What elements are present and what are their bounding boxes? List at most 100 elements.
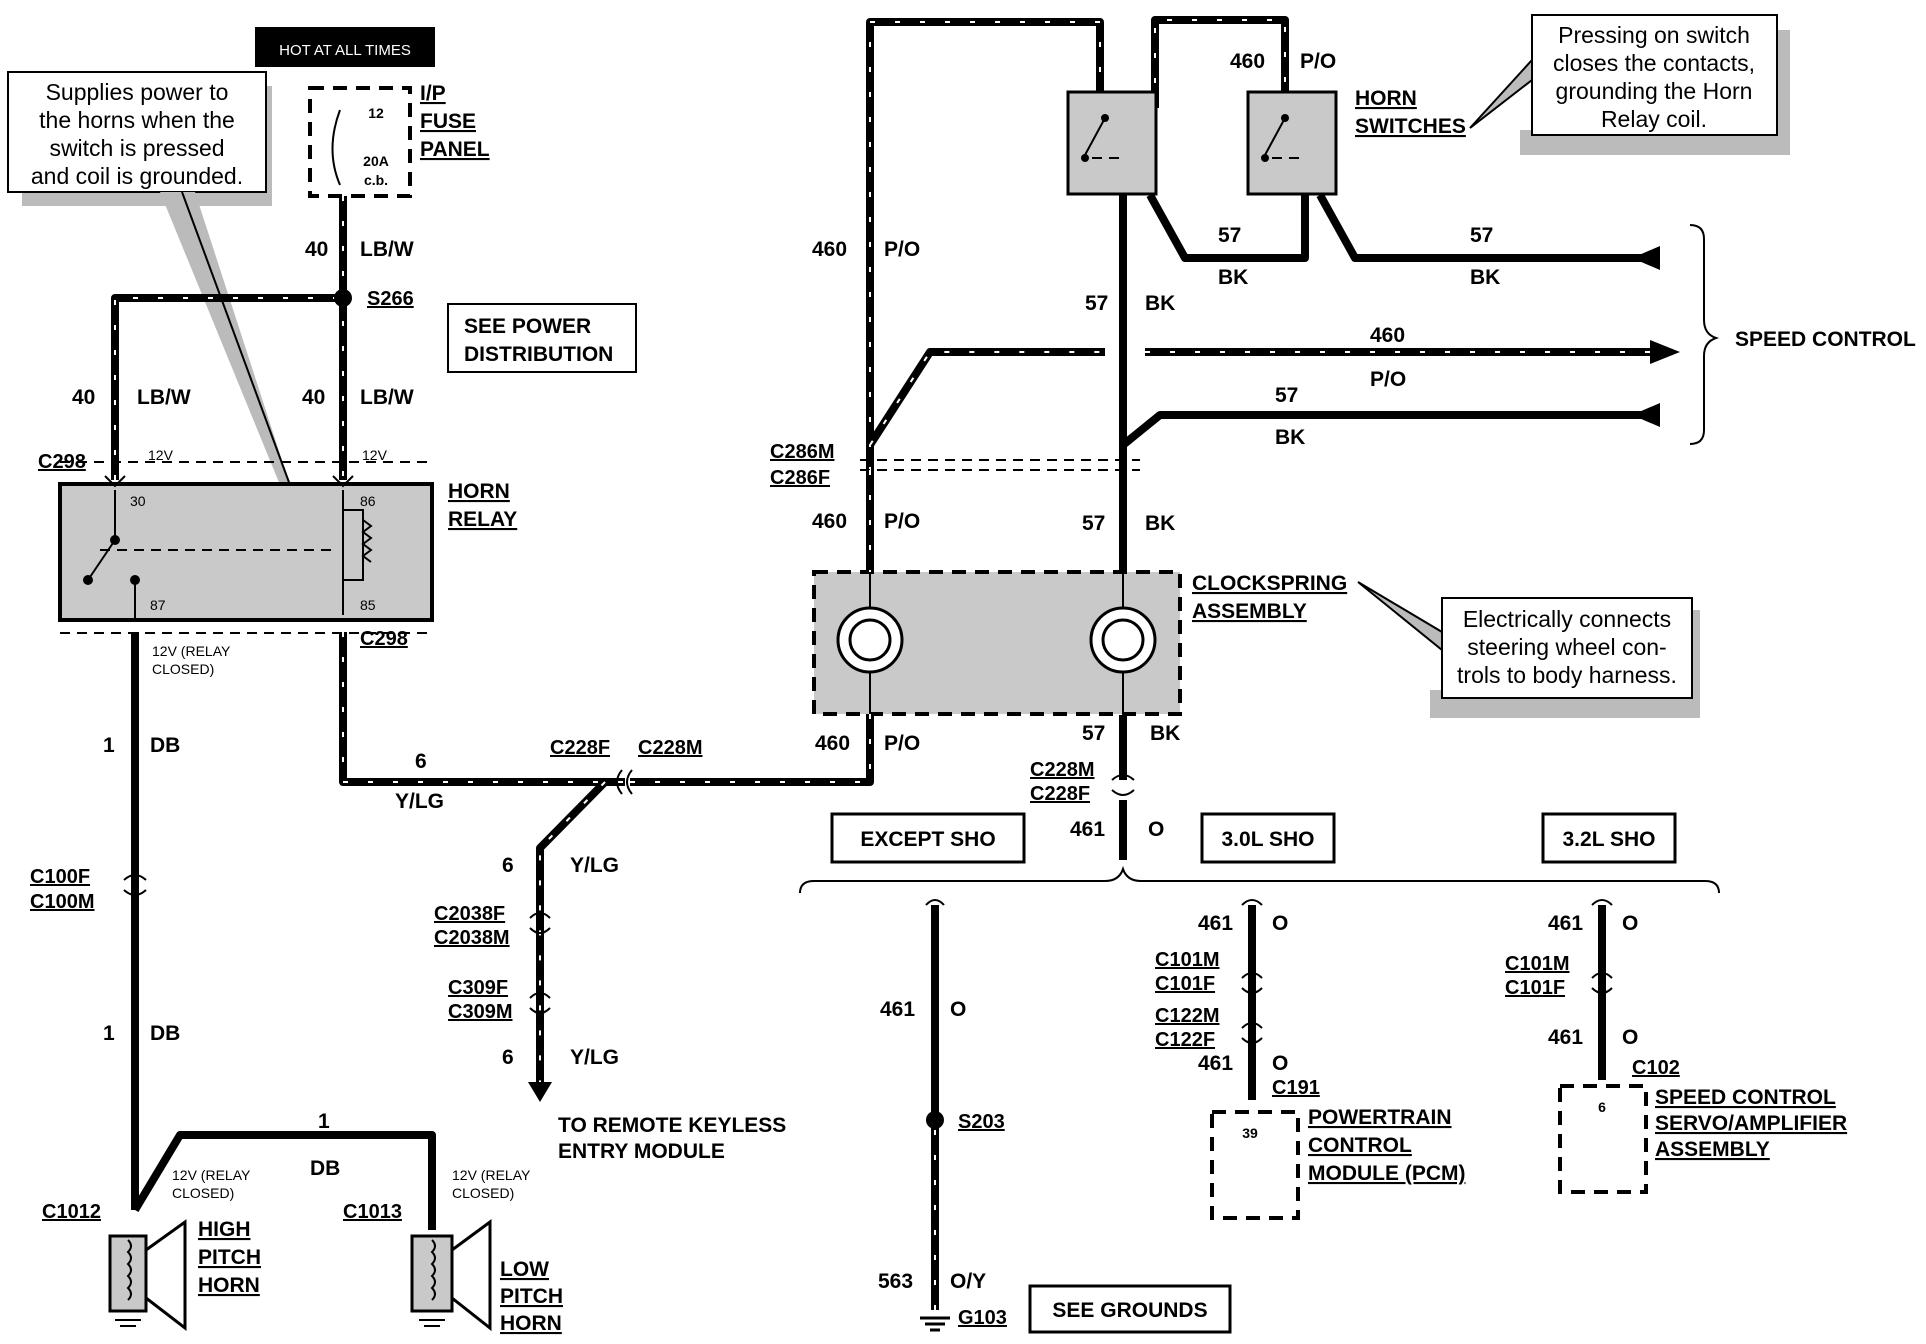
svg-text:40: 40 (302, 386, 325, 409)
svg-text:C101F: C101F (1155, 973, 1215, 995)
splice-s266 (334, 289, 352, 307)
svg-text:Y/LG: Y/LG (570, 1046, 619, 1069)
svg-text:57: 57 (1470, 224, 1493, 247)
svg-text:SPEED CONTROL: SPEED CONTROL (1655, 1086, 1836, 1109)
svg-text:HORN: HORN (500, 1312, 562, 1335)
svg-text:O/Y: O/Y (950, 1270, 986, 1293)
svg-text:87: 87 (150, 597, 166, 613)
svg-text:1: 1 (103, 1022, 115, 1045)
wire-1-db (131, 632, 436, 1230)
svg-text:PANEL: PANEL (420, 138, 490, 161)
svg-text:CLOSED): CLOSED) (172, 1185, 234, 1201)
svg-text:HORN: HORN (198, 1274, 260, 1297)
svg-text:461: 461 (1198, 912, 1233, 935)
svg-text:P/O: P/O (1370, 368, 1406, 391)
svg-text:EXCEPT SHO: EXCEPT SHO (860, 828, 995, 851)
low-pitch-horn: LOW PITCH HORN (410, 1219, 563, 1335)
svg-text:Pressing on switch: Pressing on switch (1558, 22, 1750, 48)
see-grounds-box: SEE GROUNDS (1028, 1284, 1232, 1334)
svg-text:39: 39 (1242, 1125, 1258, 1141)
svg-text:12V (RELAY: 12V (RELAY (152, 643, 231, 659)
svg-text:O: O (950, 998, 966, 1021)
svg-text:C101M: C101M (1155, 949, 1219, 971)
svg-text:461: 461 (880, 998, 915, 1021)
svg-text:DB: DB (150, 1022, 180, 1045)
clockspring-assembly: CLOCKSPRING ASSEMBLY (812, 570, 1347, 716)
svg-text:P/O: P/O (884, 510, 920, 533)
svg-text:461: 461 (1548, 1026, 1583, 1049)
svg-text:c.b.: c.b. (364, 172, 388, 188)
svg-text:C2038M: C2038M (434, 927, 510, 949)
svg-text:C228M: C228M (638, 737, 702, 759)
svg-text:SERVO/AMPLIFIER: SERVO/AMPLIFIER (1655, 1112, 1847, 1135)
svg-text:563: 563 (878, 1270, 913, 1293)
svg-text:closes the contacts,: closes the contacts, (1553, 50, 1755, 76)
svg-text:C101F: C101F (1505, 977, 1565, 999)
svg-text:57: 57 (1218, 224, 1241, 247)
svg-text:BK: BK (1275, 426, 1305, 449)
svg-text:BK: BK (1145, 512, 1175, 535)
svg-text:BK: BK (1145, 292, 1175, 315)
svg-text:SPEED CONTROL: SPEED CONTROL (1735, 328, 1916, 351)
svg-text:O: O (1272, 1052, 1288, 1075)
svg-text:86: 86 (360, 493, 376, 509)
svg-text:HORN: HORN (1355, 87, 1417, 110)
svg-text:ENTRY MODULE: ENTRY MODULE (558, 1140, 725, 1163)
svg-text:HORN: HORN (448, 480, 510, 503)
svg-text:FUSE: FUSE (420, 110, 476, 133)
svg-text:57: 57 (1275, 384, 1298, 407)
svg-text:C228M: C228M (1030, 759, 1094, 781)
svg-text:460: 460 (1230, 50, 1265, 73)
hot-at-all-times-label: HOT AT ALL TIMES (279, 42, 411, 59)
svg-text:DISTRIBUTION: DISTRIBUTION (464, 343, 613, 366)
speed-control-servo: 6 SPEED CONTROL SERVO/AMPLIFIER ASSEMBLY (1558, 1084, 1847, 1194)
svg-text:LB/W: LB/W (360, 386, 414, 409)
svg-text:O: O (1622, 912, 1638, 935)
svg-text:C102: C102 (1632, 1057, 1680, 1079)
svg-text:57: 57 (1082, 722, 1105, 745)
svg-text:and coil is grounded.: and coil is grounded. (31, 163, 243, 189)
svg-text:460: 460 (815, 732, 850, 755)
svg-text:POWERTRAIN: POWERTRAIN (1308, 1106, 1452, 1129)
svg-text:461: 461 (1548, 912, 1583, 935)
svg-text:C309M: C309M (448, 1001, 512, 1023)
wire-461-32-sho (1591, 899, 1613, 1080)
see-power-distribution-box: SEE POWER DISTRIBUTION (447, 303, 637, 373)
svg-text:MODULE (PCM): MODULE (PCM) (1308, 1162, 1465, 1185)
svg-text:460: 460 (812, 238, 847, 261)
svg-text:O: O (1622, 1026, 1638, 1049)
high-pitch-horn: HIGH PITCH HORN (108, 1218, 261, 1332)
svg-text:6: 6 (1598, 1099, 1606, 1115)
svg-text:S266: S266 (367, 288, 414, 310)
svg-text:C286F: C286F (770, 467, 830, 489)
svg-text:C122F: C122F (1155, 1029, 1215, 1051)
svg-text:3.2L SHO: 3.2L SHO (1563, 828, 1656, 851)
svg-text:12V: 12V (362, 447, 388, 463)
svg-text:461: 461 (1198, 1052, 1233, 1075)
svg-text:6: 6 (415, 750, 427, 773)
svg-text:C1012: C1012 (42, 1201, 101, 1223)
svg-text:ASSEMBLY: ASSEMBLY (1192, 600, 1307, 623)
svg-text:20A: 20A (363, 153, 389, 169)
svg-text:Electrically connects: Electrically connects (1463, 606, 1671, 632)
svg-text:trols to body harness.: trols to body harness. (1457, 662, 1677, 688)
svg-text:3.0L SHO: 3.0L SHO (1222, 828, 1315, 851)
svg-text:C298: C298 (360, 628, 408, 650)
wire-460-po (630, 16, 1680, 786)
svg-text:BK: BK (1150, 722, 1180, 745)
wire-40-lbw (111, 196, 352, 480)
svg-text:12V: 12V (148, 447, 174, 463)
svg-text:S203: S203 (958, 1111, 1005, 1133)
svg-text:LB/W: LB/W (360, 238, 414, 261)
svg-text:C286M: C286M (770, 441, 834, 463)
svg-text:C228F: C228F (1030, 783, 1090, 805)
svg-text:C100M: C100M (30, 891, 94, 913)
svg-text:85: 85 (360, 597, 376, 613)
svg-text:C191: C191 (1272, 1077, 1320, 1099)
svg-text:TO REMOTE KEYLESS: TO REMOTE KEYLESS (558, 1114, 786, 1137)
pcm-module: 39 POWERTRAIN CONTROL MODULE (PCM) (1210, 1106, 1465, 1220)
svg-text:57: 57 (1085, 292, 1108, 315)
svg-text:CONTROL: CONTROL (1308, 1134, 1412, 1157)
svg-text:30: 30 (130, 493, 146, 509)
